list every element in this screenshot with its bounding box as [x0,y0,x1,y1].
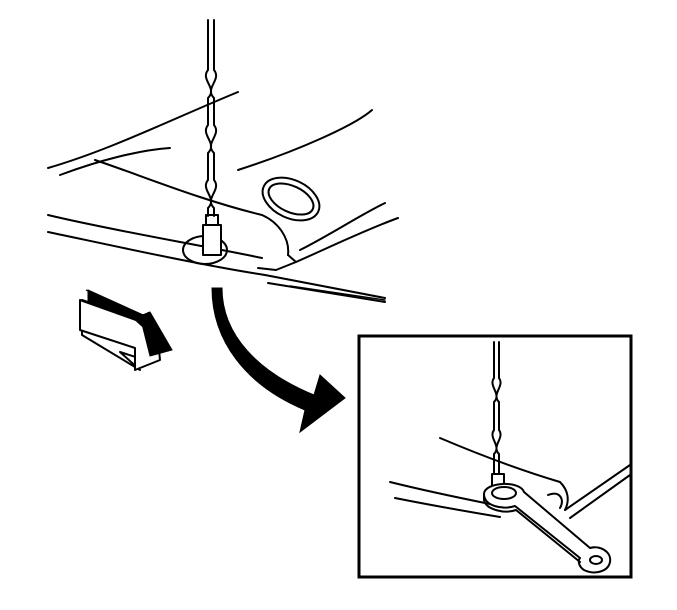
cable-icon [205,19,217,217]
body-panel [47,91,399,303]
detail-callout-arrow-icon [211,287,346,434]
detail-view [357,334,633,579]
mounting-hole-icon [182,214,228,265]
main-view [47,19,399,434]
wrench-icon [483,483,612,574]
oval-grommet-icon [261,176,321,222]
view-direction-arrow-icon [79,289,173,371]
